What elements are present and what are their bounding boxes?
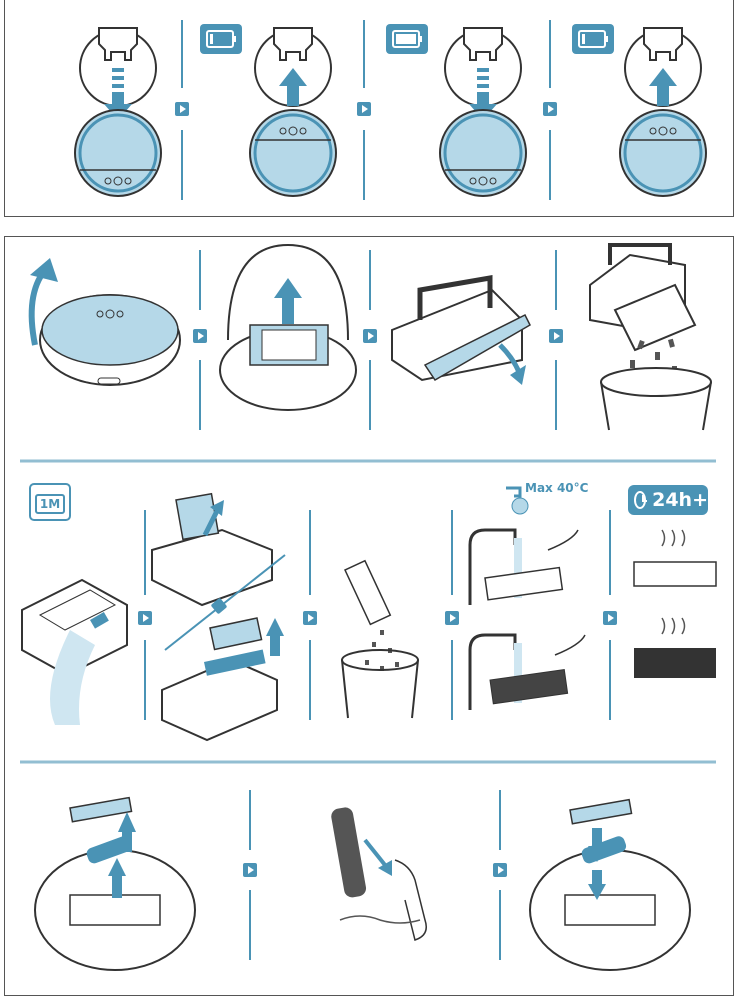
brush-remove-illustration (34, 796, 196, 971)
dock-step-2 (249, 27, 337, 197)
dustbin-open-illustration (391, 275, 531, 385)
brush-clean-illustration (331, 807, 427, 941)
next-step-icon (211, 598, 227, 614)
next-step-icon (543, 102, 557, 116)
row2-dividers (144, 510, 611, 720)
row3-dividers (249, 790, 501, 960)
dry-filter-illustration (633, 529, 717, 587)
schedule-badge: 1M (35, 494, 65, 514)
dock-step-3 (439, 27, 527, 197)
top-dividers (181, 20, 551, 200)
next-step-icon (243, 863, 257, 877)
wash-sponge-illustration (468, 633, 586, 710)
calendar-icon: 1M (29, 483, 71, 521)
robot-lift-illustration (28, 258, 181, 386)
pour-out-illustration (21, 578, 128, 725)
faucet-icon (506, 486, 529, 515)
filter-empty-illustration (341, 559, 419, 719)
battery-full-icon (386, 24, 428, 54)
next-step-icon (303, 611, 317, 625)
next-step-icon (445, 611, 459, 625)
dry-time-label: 24h+ (652, 489, 708, 511)
next-step-icon (138, 611, 152, 625)
wash-filter-illustration (468, 528, 579, 605)
next-step-icon (603, 611, 617, 625)
battery-low-icon (200, 24, 242, 54)
dry-time-badge: 24h+ (628, 485, 708, 515)
next-step-icon (549, 329, 563, 343)
dry-sponge-illustration (634, 617, 716, 678)
brush-install-illustration (529, 798, 691, 971)
filter-lift-illustration (161, 617, 284, 742)
empty-dustbin-illustration (589, 243, 712, 431)
filter-remove-illustration (151, 492, 273, 607)
next-step-icon (363, 329, 377, 343)
dock-step-1 (74, 27, 162, 197)
dock-step-4 (619, 27, 707, 197)
next-step-icon (175, 102, 189, 116)
water-temperature-label: Max 40°C (525, 481, 589, 495)
clock-icon (634, 491, 648, 509)
next-step-icon (193, 329, 207, 343)
row-dividers (20, 250, 716, 764)
dock-open-illustration (219, 243, 357, 411)
battery-low-icon (572, 24, 614, 54)
next-step-icon (357, 102, 371, 116)
next-step-icon (493, 863, 507, 877)
